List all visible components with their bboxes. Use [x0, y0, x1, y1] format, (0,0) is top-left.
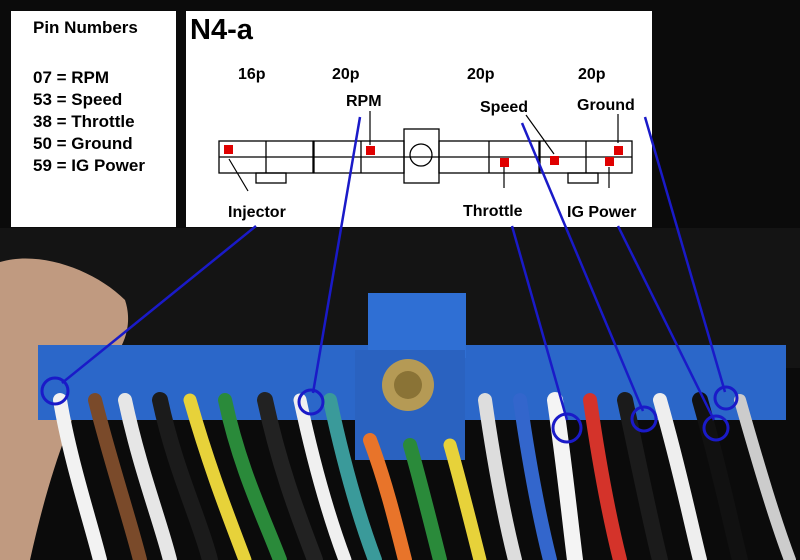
callout-injector: Injector — [228, 204, 286, 221]
pin-entry-ground: 50 = Ground — [33, 134, 133, 153]
pin-circle-rpm — [297, 388, 325, 416]
pin-entry-throttle: 38 = Throttle — [33, 112, 135, 131]
section-label-16p: 16p — [238, 66, 266, 83]
connector-diagram — [218, 111, 633, 192]
connector-center-bolt — [409, 143, 433, 167]
section-label-20p-1: 20p — [332, 66, 360, 83]
pin-markers — [224, 145, 623, 167]
pointer-line-ground — [643, 116, 727, 393]
pointer-line-rpm — [311, 116, 362, 394]
pin-entry-speed: 53 = Speed — [33, 90, 123, 109]
connector-diagram-panel: N4-a 16p 20p 20p 20p RPM Speed Ground In… — [186, 11, 652, 227]
pin-marker-ground — [614, 146, 623, 155]
pin-numbers-title: Pin Numbers — [33, 18, 138, 37]
callout-ground: Ground — [577, 97, 635, 114]
pin-circle-injector — [40, 376, 70, 406]
pin-circle-throttle — [551, 412, 583, 444]
callout-speed: Speed — [480, 99, 529, 116]
pin-circle-speed — [630, 405, 658, 433]
pin-numbers-panel: Pin Numbers 07 = RPM 53 = Speed 38 = Thr… — [11, 11, 176, 227]
pointer-line-speed — [520, 122, 645, 412]
section-label-20p-3: 20p — [578, 66, 606, 83]
pin-circle-ground — [713, 385, 739, 411]
pin-circle-ig-power — [702, 414, 730, 442]
pin-marker-throttle — [500, 158, 509, 167]
pin-marker-speed — [550, 156, 559, 165]
connector-latch — [368, 293, 466, 358]
callout-rpm: RPM — [346, 93, 382, 110]
pointer-lines — [61, 116, 727, 421]
pointer-line-injector — [61, 225, 257, 384]
pin-entry-ig-power: 59 = IG Power — [33, 156, 145, 175]
pin-circles — [40, 376, 739, 444]
section-label-20p-2: 20p — [467, 66, 495, 83]
connector-center-lock — [403, 128, 440, 184]
pin-marker-ig-power — [605, 157, 614, 166]
callout-ig-power: IG Power — [567, 204, 637, 221]
pointer-line-throttle — [510, 225, 569, 421]
callout-throttle: Throttle — [463, 203, 523, 220]
diagram-title: N4-a — [190, 14, 253, 46]
pin-marker-rpm — [366, 146, 375, 155]
pin-marker-injector — [224, 145, 233, 154]
pin-entry-rpm: 07 = RPM — [33, 68, 110, 87]
pointer-line-ig-power — [616, 225, 716, 421]
